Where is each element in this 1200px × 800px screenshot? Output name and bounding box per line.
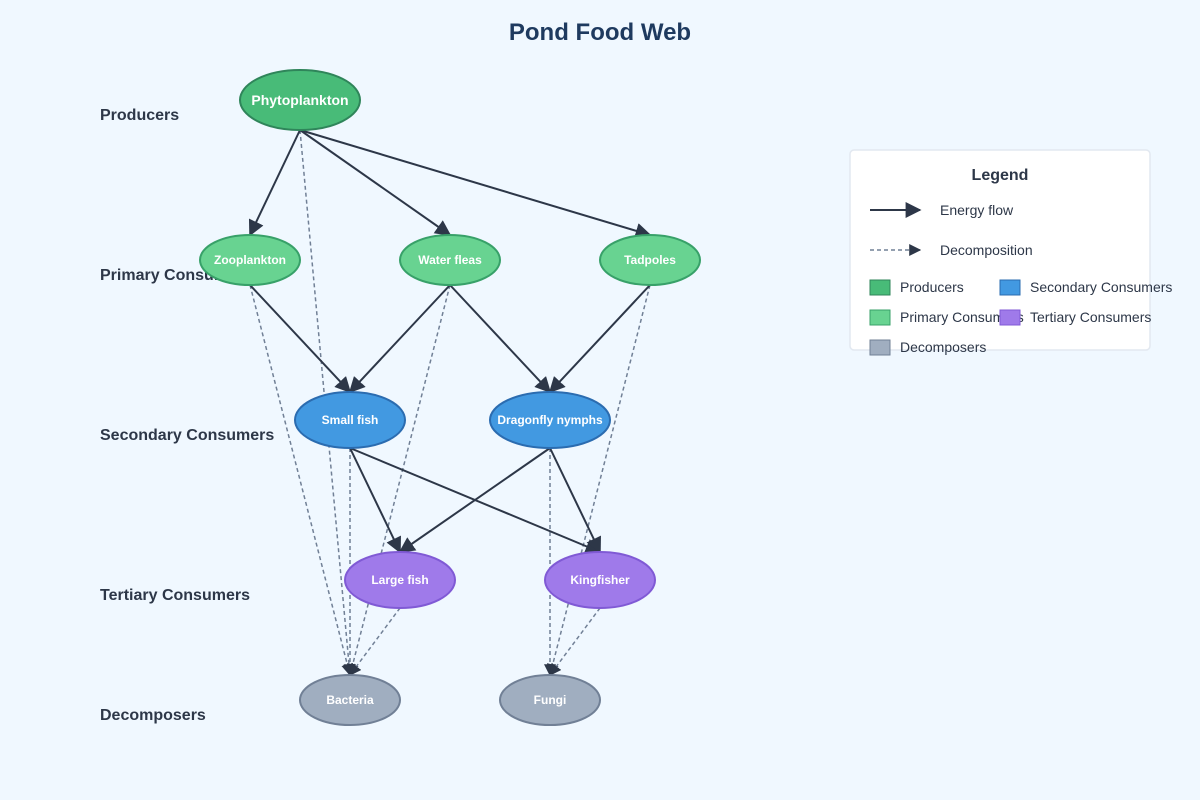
legend-tertiary-label: Tertiary Consumers	[1030, 309, 1151, 325]
node-phytoplankton: Phytoplankton	[239, 69, 361, 131]
legend-primary-label: Primary Consumers	[900, 309, 1024, 325]
legend-producers-label: Producers	[900, 279, 964, 295]
energy-flow-edge-tadpoles-to-dragonfly-nymphs	[548, 284, 651, 394]
legend-decomposers-label: Decomposers	[900, 339, 986, 355]
node-tadpoles-label: Tadpoles	[624, 253, 676, 267]
legend: Legend Energy flow Decomposition Produce…	[849, 149, 1172, 356]
energy-flow-edge-phytoplankton-to-water-fleas	[299, 129, 452, 236]
node-small-fish-label: Small fish	[322, 413, 379, 427]
energy-flow-edge-zooplankton-to-small-fish	[249, 284, 352, 394]
level-label-producers: Producers	[100, 107, 179, 124]
node-phytoplankton-label: Phytoplankton	[251, 92, 348, 108]
node-large-fish: Large fish	[344, 551, 456, 609]
legend-box	[849, 149, 1151, 351]
node-large-fish-label: Large fish	[371, 573, 428, 587]
level-label-decomposers: Decomposers	[100, 707, 206, 724]
node-kingfisher-label: Kingfisher	[570, 573, 630, 587]
legend-decomposers-swatch	[869, 339, 891, 356]
node-bacteria-label: Bacteria	[326, 693, 374, 707]
decomposition-edge-kingfisher-to-fungi	[549, 607, 601, 676]
legend-primary-swatch	[869, 309, 891, 326]
node-kingfisher-shape	[544, 551, 656, 609]
node-small-fish-shape	[294, 391, 406, 449]
energy-flow-edge-phytoplankton-to-zooplankton	[248, 129, 301, 237]
decomposition-edge-large-fish-to-bacteria	[349, 607, 401, 676]
legend-tertiary-swatch	[999, 309, 1021, 326]
node-dragonfly-nymphs: Dragonfly nymphs	[489, 391, 611, 449]
node-large-fish-shape	[344, 551, 456, 609]
node-fungi-label: Fungi	[534, 693, 567, 707]
node-bacteria-shape	[299, 674, 401, 726]
node-zooplankton-label: Zooplankton	[214, 253, 286, 267]
node-zooplankton-shape	[199, 234, 301, 286]
node-small-fish: Small fish	[294, 391, 406, 449]
node-fungi: Fungi	[499, 674, 601, 726]
decomposition-edge-zooplankton-to-bacteria	[249, 284, 354, 677]
node-zooplankton: Zooplankton	[199, 234, 301, 286]
legend-title: Legend	[972, 167, 1029, 184]
node-water-fleas-shape	[399, 234, 501, 286]
node-dragonfly-nymphs-label: Dragonfly nymphs	[497, 413, 603, 427]
legend-secondary-swatch	[999, 279, 1021, 296]
level-label-secondary-consumers: Secondary Consumers	[100, 427, 274, 444]
level-label-tertiary-consumers: Tertiary Consumers	[100, 587, 250, 604]
energy-flow-edge-water-fleas-to-dragonfly-nymphs	[449, 284, 552, 394]
energy-flow-edge-water-fleas-to-small-fish	[348, 284, 451, 394]
diagram-title: Pond Food Web	[509, 19, 691, 46]
energy-flow-edges	[248, 129, 652, 554]
node-phytoplankton-shape	[239, 69, 361, 131]
node-water-fleas: Water fleas	[399, 234, 501, 286]
legend-producers-swatch	[869, 279, 891, 296]
node-dragonfly-nymphs-shape	[489, 391, 611, 449]
legend-energy-flow-label: Energy flow	[940, 202, 1014, 218]
node-water-fleas-label: Water fleas	[418, 253, 482, 267]
energy-flow-edge-dragonfly-nymphs-to-kingfisher	[549, 447, 601, 554]
trophic-level-labels: Producers Primary Consumers Secondary Co…	[100, 107, 274, 724]
node-tadpoles-shape	[599, 234, 701, 286]
energy-flow-edge-phytoplankton-to-tadpoles	[299, 129, 652, 239]
legend-decomposition-label: Decomposition	[940, 242, 1033, 258]
energy-flow-edge-small-fish-to-large-fish	[349, 447, 401, 554]
node-fungi-shape	[499, 674, 601, 726]
node-kingfisher: Kingfisher	[544, 551, 656, 609]
legend-secondary-label: Secondary Consumers	[1030, 279, 1172, 295]
energy-flow-edge-dragonfly-nymphs-to-large-fish	[398, 447, 551, 553]
node-bacteria: Bacteria	[299, 674, 401, 726]
node-tadpoles: Tadpoles	[599, 234, 701, 286]
